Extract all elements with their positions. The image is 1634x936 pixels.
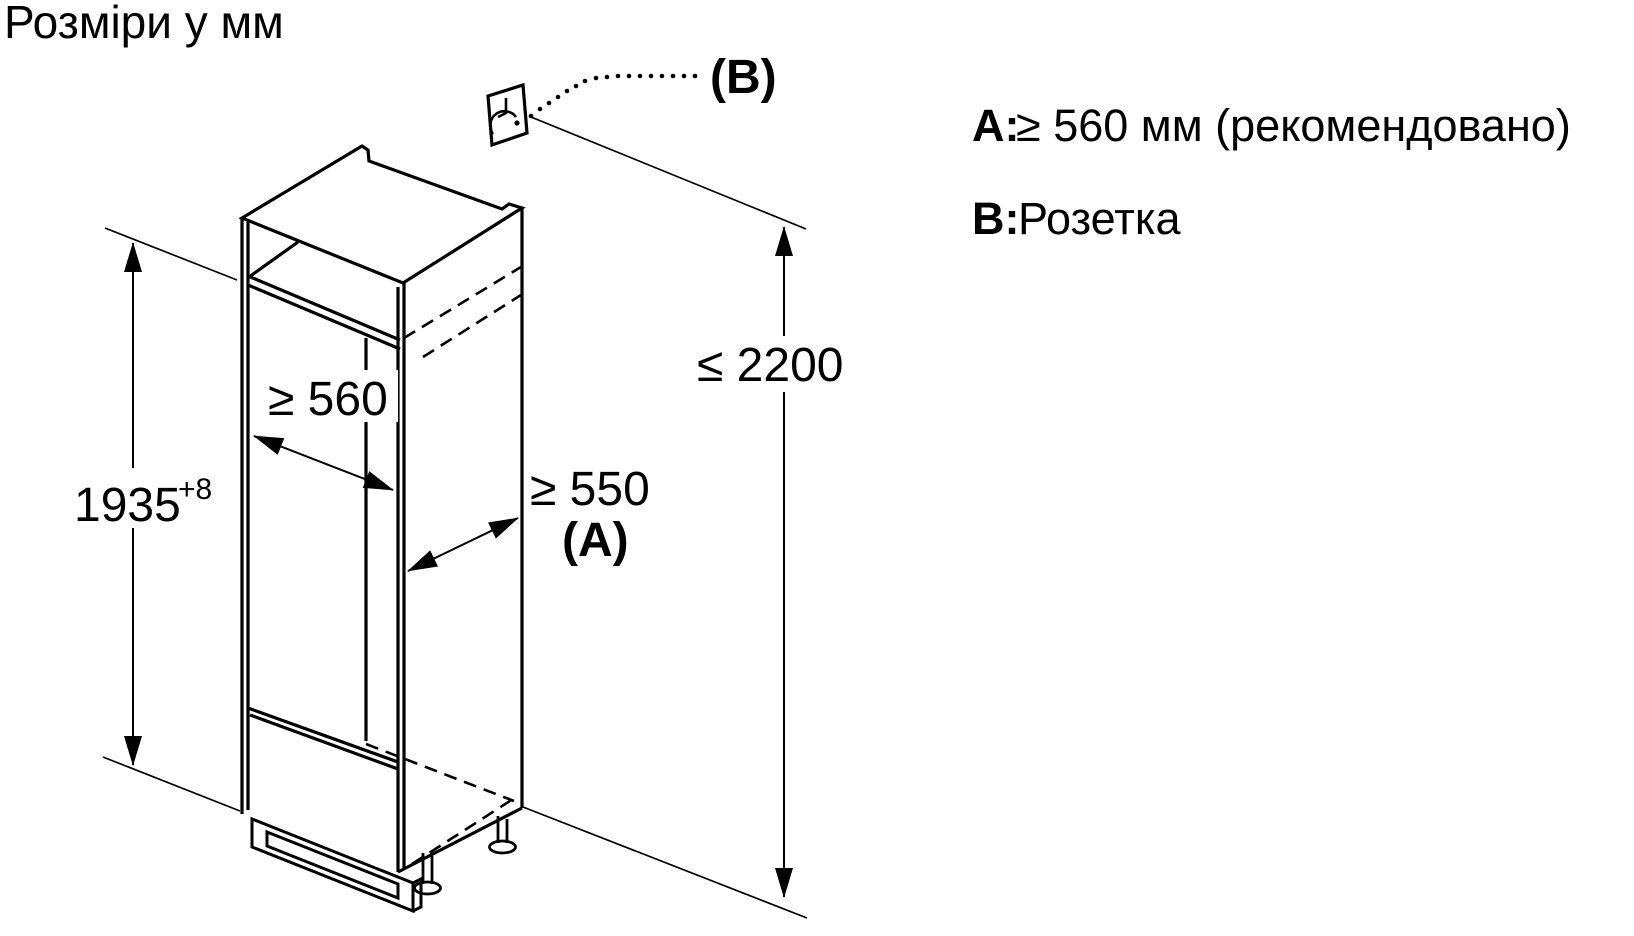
dimension-niche-width: ≥ 560 — [253, 370, 398, 491]
adjustable-feet — [413, 816, 517, 896]
dimension-label-550: ≥ 550 — [530, 463, 650, 516]
niche-floor-front-edge-upper — [247, 706, 399, 764]
page-title: Розміри у мм — [4, 0, 284, 48]
hidden-top-right-edge — [403, 265, 522, 340]
socket-leader-dotted — [528, 73, 698, 119]
interior-top-depth-edge — [248, 240, 299, 279]
floor-line-left — [102, 756, 241, 812]
dimension-label-1935: 1935 +8 — [74, 473, 212, 532]
dimension-max-height: ≤ 2200 — [690, 226, 854, 898]
legend-item-a: A: ≥ 560 мм (рекомендовано) — [972, 100, 1571, 151]
top-rail-lower-edge — [247, 283, 401, 351]
power-socket-icon — [486, 82, 529, 148]
hidden-bottom-back-edge — [365, 742, 515, 803]
socket-height-extension-line — [530, 116, 807, 230]
cabinet-drawing — [238, 144, 526, 874]
legend-item-b: B: Розетка — [972, 193, 1182, 244]
legend: A: ≥ 560 мм (рекомендовано) B: Розетка — [972, 100, 1571, 244]
dimension-niche-depth: ≥ 550 (A) — [407, 463, 650, 572]
top-rail-upper-edge — [247, 274, 401, 342]
hidden-top-right-edge-2 — [422, 293, 522, 359]
cabinet-right-panel-bottom-edge — [397, 806, 523, 874]
socket-symbol-dot — [514, 120, 520, 126]
hidden-edges — [365, 265, 522, 866]
extension-lines — [102, 116, 808, 919]
niche-top-extension-line — [104, 227, 238, 281]
cabinet-top-face — [238, 144, 526, 285]
socket-callout-label: (B) — [710, 51, 777, 104]
niche-floor-front-edge-lower — [249, 713, 399, 771]
dimension-label-2200: ≤ 2200 — [697, 339, 843, 392]
dimension-arrow-550 — [407, 517, 519, 572]
floor-line-right — [522, 806, 808, 919]
dimension-label-560: ≥ 560 — [268, 373, 388, 426]
front-foot-base — [413, 880, 442, 896]
socket-symbol — [488, 98, 518, 135]
dimension-label-550-ref: (A) — [562, 514, 629, 567]
dimension-niche-height: 1935 +8 — [66, 242, 212, 766]
plinth-recess-panel — [265, 829, 400, 901]
rear-foot-base — [488, 839, 517, 855]
plinth — [250, 816, 423, 914]
plinth-front-panel — [250, 816, 415, 914]
dimension-arrow-560 — [253, 435, 394, 491]
